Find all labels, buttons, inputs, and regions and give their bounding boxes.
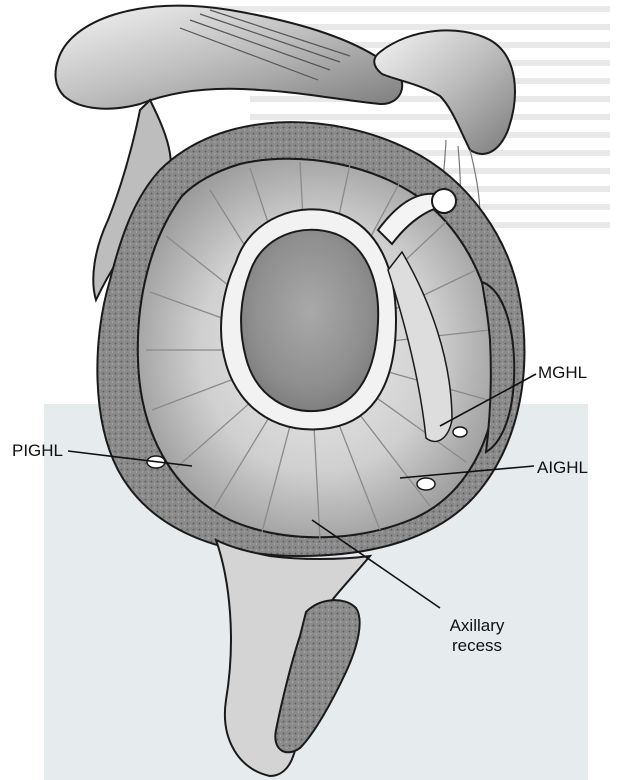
glenoid-fossa bbox=[241, 230, 378, 411]
biceps-tendon-cut bbox=[432, 189, 456, 213]
label-pighl: PIGHL bbox=[12, 441, 63, 461]
label-mghl: MGHL bbox=[538, 363, 587, 383]
label-axillary-recess-line1: Axillary bbox=[432, 616, 522, 636]
mghl-attachment bbox=[453, 427, 467, 437]
label-aighl: AIGHL bbox=[537, 458, 588, 478]
label-axillary-recess-line2: recess bbox=[432, 636, 522, 656]
aighl-attachment bbox=[417, 478, 435, 490]
label-axillary-recess: Axillary recess bbox=[432, 616, 522, 655]
